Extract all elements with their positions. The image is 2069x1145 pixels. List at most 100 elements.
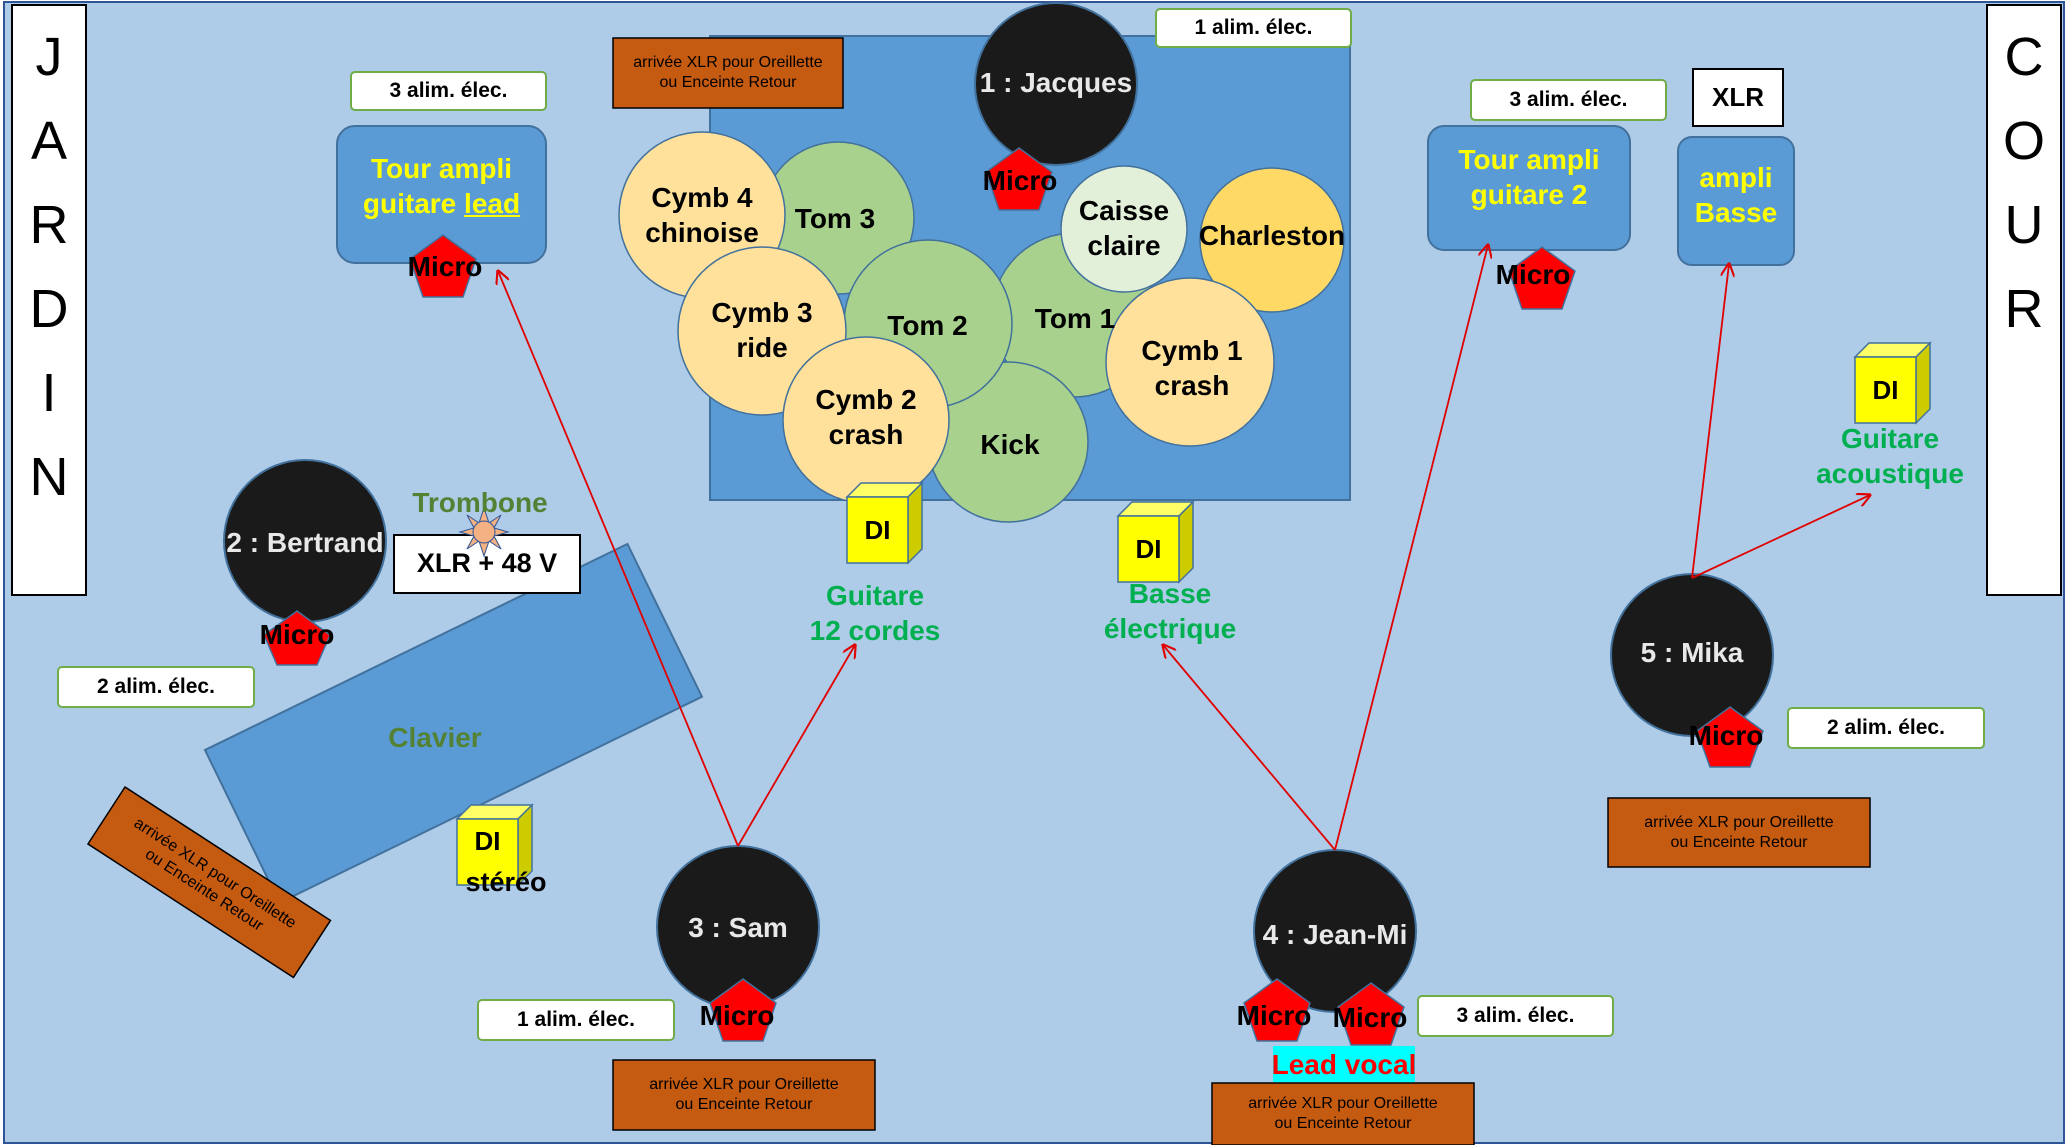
tom2-label: Tom 2: [887, 309, 968, 341]
xlr-return-box-top: [612, 37, 844, 109]
power-box-lead: [350, 71, 547, 111]
amp-lead-line2: guitare lead: [363, 186, 520, 221]
amp-lead-line2-text: guitare: [362, 188, 465, 219]
charleston-cymbal: [1199, 167, 1345, 313]
arrows: [498, 245, 1870, 851]
trombone-sun-icon: [458, 506, 510, 558]
xlr-return-box-mika: [1607, 797, 1871, 868]
drum-kit: [618, 131, 1345, 523]
micro-icon-mika: [1696, 706, 1764, 768]
jardin-letters: J A R D I N: [12, 15, 86, 519]
power-box-jeanmi: [1417, 995, 1614, 1037]
micro-label-jacques: Micro: [982, 164, 1058, 196]
musician-jacques-circle: [974, 2, 1138, 166]
cymb2-label: Cymb 2 crash: [815, 384, 917, 450]
di-label-guitar12: DI: [864, 514, 891, 545]
amp-bass: [1677, 136, 1795, 266]
micro-label-lead: Micro: [407, 250, 483, 282]
charleston-label: Charleston: [1198, 219, 1346, 251]
cour-letter: C: [2004, 27, 2044, 87]
jardin-letter: R: [29, 195, 69, 255]
power-label-mika: 2 alim. élec.: [1827, 715, 1945, 739]
micro-label-guitar2: Micro: [1495, 258, 1571, 290]
xlr-return-label-jeanmi: arrivée XLR pour Oreillette ou Enceinte …: [1248, 1095, 1438, 1132]
di-cube-guitar12: [845, 481, 924, 565]
jardin-letter: N: [29, 447, 69, 507]
power-label-bertrand: 2 alim. élec.: [97, 674, 215, 698]
basse-label: Basse électrique: [1103, 578, 1237, 644]
di-label-acoustique: DI: [1872, 374, 1899, 405]
xlr-return-box-jeanmi: [1211, 1082, 1475, 1145]
micro-icon-guitar2: [1508, 246, 1576, 310]
cymb1-cymbal: [1105, 277, 1275, 447]
di-cube-acoustique: [1853, 341, 1932, 425]
musician-sam-label: 3 : Sam: [688, 911, 788, 943]
clavier-label: Clavier: [388, 721, 482, 753]
cour-letter: O: [2002, 111, 2045, 171]
power-label-lead: 3 alim. élec.: [389, 78, 508, 102]
musician-jeanmi-label: 4 : Jean-Mi: [1262, 918, 1408, 950]
amp-lead-label: Tour ampli guitare lead: [337, 141, 546, 231]
micro-label-bertrand: Micro: [259, 618, 335, 650]
cymb3-label: Cymb 3 ride: [711, 297, 813, 363]
acoustique-label: Guitare acoustique: [1816, 423, 1964, 489]
trombone-label: Trombone: [412, 486, 548, 518]
cymb1-label: Cymb 1 crash: [1141, 335, 1243, 401]
arrow-jeanmi-to-basse: [1163, 645, 1336, 851]
jardin-panel: [11, 4, 87, 596]
jardin-letter: J: [35, 27, 63, 87]
power-label-drums: 1 alim. élec.: [1194, 15, 1313, 39]
tom3-label: Tom 3: [794, 202, 876, 234]
musician-bertrand-label: 2 : Bertrand: [226, 526, 384, 558]
amp-guitar2-label: Tour ampli guitare 2: [1458, 144, 1600, 210]
caisse-claire-label: Caisse claire: [1078, 195, 1170, 261]
arrow-sam-to-lead-amp: [498, 271, 739, 847]
xlr-return-label-top: arrivée XLR pour Oreillette ou Enceinte …: [633, 54, 823, 91]
tom1-label: Tom 1: [1034, 302, 1116, 334]
caisse-claire-drum: [1060, 165, 1188, 293]
xlr-48v-label: XLR + 48 V: [416, 548, 558, 579]
stereo-label: stéréo: [465, 867, 547, 898]
cour-panel: [1986, 4, 2062, 596]
lead-vocal-highlight: [1273, 1046, 1415, 1082]
jardin-letter: A: [30, 111, 68, 171]
di-label-basse: DI: [1135, 533, 1162, 564]
jardin-letter: I: [41, 363, 57, 423]
micro-icon-sam: [709, 978, 777, 1042]
micro-label-jeanmi-1: Micro: [1236, 999, 1312, 1031]
jardin-letter: D: [29, 279, 69, 339]
power-label-jeanmi: 3 alim. élec.: [1456, 1003, 1575, 1027]
xlr-return-label-sam: arrivée XLR pour Oreillette ou Enceinte …: [649, 1076, 839, 1113]
power-box-sam: [477, 999, 675, 1041]
di-label-stereo: DI: [474, 825, 501, 856]
musician-mika-label: 5 : Mika: [1640, 636, 1744, 668]
power-label-sam: 1 alim. élec.: [517, 1007, 635, 1031]
arrow-sam-to-guitar12: [737, 645, 855, 847]
amp-lead-line1: Tour ampli: [370, 153, 513, 184]
micro-icon-jeanmi-2: [1337, 982, 1405, 1046]
kick-label: Kick: [980, 428, 1040, 460]
di-cube-basse: [1116, 500, 1195, 584]
amp-bass-label: ampli Basse: [1694, 162, 1778, 228]
arrow-mika-to-bass-amp: [1691, 264, 1729, 579]
xlr-label: XLR: [1712, 82, 1764, 113]
lead-vocal-label: Lead vocal: [1271, 1048, 1417, 1080]
power-box-mika: [1787, 707, 1985, 749]
xlr-return-label-mika: arrivée XLR pour Oreillette ou Enceinte …: [1644, 813, 1834, 851]
guitare12-label: Guitare 12 cordes: [809, 580, 941, 646]
power-box-guitar2: [1470, 79, 1667, 121]
power-box-bertrand: [57, 666, 255, 708]
micro-label-jeanmi-2: Micro: [1332, 1001, 1408, 1033]
xlr-return-box-sam: [612, 1059, 876, 1131]
amp-lead-underlined: lead: [464, 188, 521, 219]
arrow-jeanmi-to-guitar2: [1334, 245, 1488, 851]
power-box-drums: [1155, 8, 1352, 48]
arrow-mika-to-acoustique: [1691, 495, 1870, 579]
micro-icon-jacques: [985, 147, 1053, 211]
amp-guitar2: [1427, 125, 1631, 251]
micro-icon-bertrand: [263, 610, 331, 666]
cour-letter: R: [2004, 279, 2044, 339]
keyboard-shape: [203, 542, 704, 905]
